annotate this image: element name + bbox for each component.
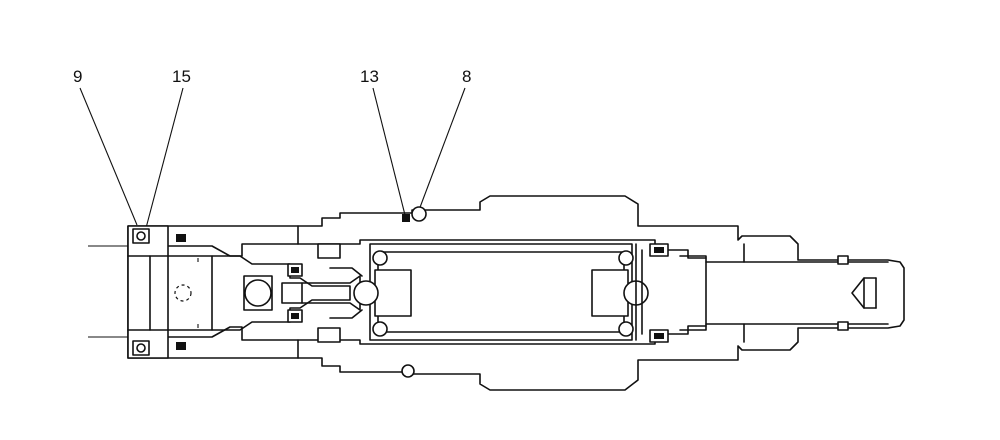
seal-ring-13: [402, 214, 410, 222]
outer-housing: [127, 195, 905, 391]
inner-bore-bottom: [127, 325, 707, 345]
leader-line-8: [418, 87, 466, 211]
right-stem: [679, 243, 889, 343]
leader-line-15: [145, 87, 184, 229]
inner-bore-top: [127, 239, 707, 259]
check-ball-8: [411, 206, 427, 222]
leader-line-9: [79, 87, 138, 226]
seal-ring-15: [132, 228, 150, 244]
callout-label-13: 13: [360, 67, 379, 86]
seal-block: [176, 234, 186, 242]
seal-ring-bottom-left: [132, 340, 150, 356]
check-ball-bottom: [401, 364, 415, 378]
seal-block: [654, 247, 664, 253]
main-spool: [353, 243, 649, 341]
pilot-section: [211, 225, 363, 359]
centerlines: [88, 245, 128, 338]
left-plug: [127, 225, 213, 359]
leader-line-13: [372, 87, 406, 216]
callout-label-15: 15: [172, 67, 191, 86]
seal-block: [654, 333, 664, 339]
seal-block: [176, 342, 186, 350]
callout-label-8: 8: [462, 67, 471, 86]
callout-label-9: 9: [73, 67, 82, 86]
